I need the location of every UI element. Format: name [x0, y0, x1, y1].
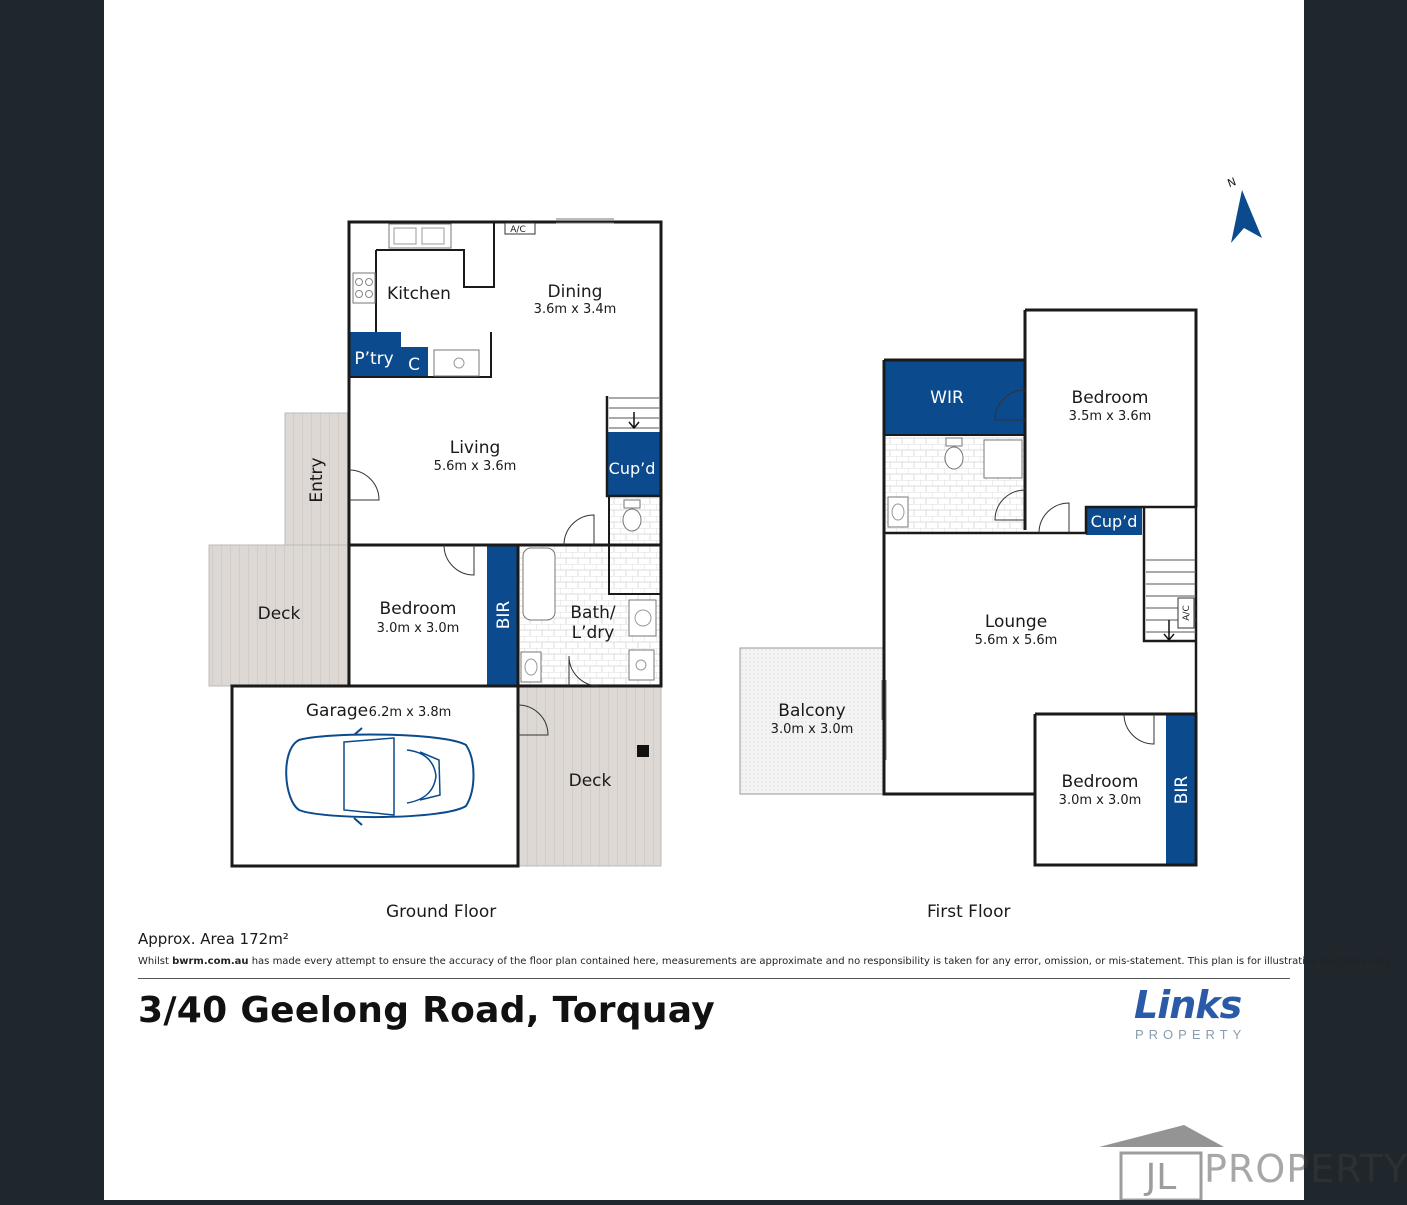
ac-label-ground: A/C — [510, 225, 525, 235]
bedroom-first2-size: 3.0m x 3.0m — [1059, 793, 1142, 808]
lounge-label: Lounge — [985, 612, 1047, 632]
entry-label: Entry — [307, 457, 327, 502]
cupboard-c — [401, 347, 428, 377]
approx-area: Approx. Area 172m² — [138, 930, 289, 948]
garage-label: Garage — [306, 701, 368, 721]
watermark-initials: JL — [1144, 1157, 1177, 1198]
disclaimer-site: bwrm.com.au — [172, 956, 249, 967]
car-icon — [285, 727, 475, 826]
garage-size: 6.2m x 3.8m — [369, 705, 452, 720]
living-size: 5.6m x 3.6m — [434, 459, 517, 474]
bedroom-ground-label: Bedroom — [380, 599, 457, 619]
wir-room — [884, 360, 1025, 435]
deck-left — [208, 544, 350, 687]
balcony-label: Balcony — [778, 701, 845, 721]
property-address: 3/40 Geelong Road, Torquay — [138, 990, 716, 1031]
cupd-label-first: Cup’d — [1091, 512, 1138, 531]
wir-label: WIR — [930, 388, 964, 408]
cupboard-first — [1086, 508, 1142, 535]
lounge-size: 5.6m x 5.6m — [975, 633, 1058, 648]
logo-word: Links — [1134, 983, 1242, 1027]
balcony-area — [739, 647, 884, 795]
bir-ground — [487, 545, 518, 686]
bir-ground-label: BIR — [494, 601, 514, 630]
floorplan-sheet: Kitchen A/C Dining 3.6m x 3.4m P’try C L… — [104, 0, 1407, 1202]
jl-property-watermark: JL PROPERTY — [1099, 1125, 1407, 1202]
divider — [138, 978, 1290, 979]
pantry-label: P’try — [354, 349, 393, 369]
logo-sub: PROPERTY — [1135, 1027, 1247, 1042]
ground-floor-plan — [208, 218, 663, 868]
deck-left-label: Deck — [258, 604, 301, 624]
bir-first-label: BIR — [1172, 776, 1192, 805]
living-label: Living — [450, 438, 501, 458]
floorplan-drawing: Kitchen A/C Dining 3.6m x 3.4m P’try C L… — [208, 175, 1262, 868]
watermark-text: PROPERTY — [1204, 1147, 1407, 1191]
north-label: N — [1226, 175, 1238, 190]
pantry-room — [349, 332, 401, 377]
north-arrow-icon — [1231, 190, 1262, 243]
links-property-logo: Links PROPERTY — [1134, 985, 1264, 1042]
first-floor-label: First Floor — [927, 902, 1011, 922]
bath-label-2: L’dry — [572, 623, 615, 643]
ground-floor-label: Ground Floor — [386, 902, 497, 922]
bedroom-first2-label: Bedroom — [1062, 772, 1139, 792]
cupd-label-ground: Cup’d — [609, 459, 656, 478]
cupboard-ground — [607, 432, 660, 496]
dining-label: Dining — [548, 282, 603, 302]
balcony-size: 3.0m x 3.0m — [771, 722, 854, 737]
dining-size: 3.6m x 3.4m — [534, 302, 617, 317]
kitchen-label: Kitchen — [387, 284, 451, 304]
entry-area — [284, 412, 350, 546]
ac-label-first: A/C — [1182, 605, 1192, 620]
deck-right-label: Deck — [569, 771, 612, 791]
disclaimer: Whilst bwrm.com.au has made every attemp… — [138, 956, 1393, 967]
first-floor-plan — [739, 308, 1198, 867]
bedroom-first-size: 3.5m x 3.6m — [1069, 409, 1152, 424]
bedroom-first-label: Bedroom — [1072, 388, 1149, 408]
bath-label-1: Bath/ — [570, 603, 616, 623]
bir-first — [1166, 714, 1196, 865]
cupboard-c-label: C — [408, 355, 420, 375]
bedroom-ground-size: 3.0m x 3.0m — [377, 621, 460, 636]
